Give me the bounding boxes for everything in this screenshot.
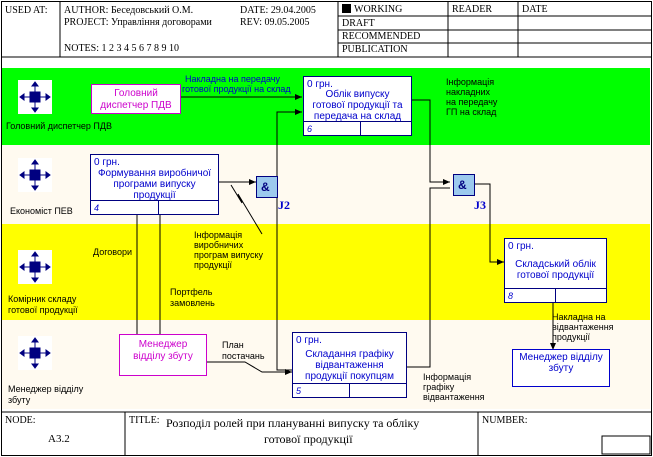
notes-text: NOTES: 1 2 3 4 5 6 7 8 9 10 [64, 43, 179, 54]
title-line-2: готової продукції [264, 432, 353, 446]
lane-label-storekeeper: Комірник складу готової продукції [8, 294, 78, 315]
status-recommended: RECOMMENDED [342, 31, 421, 42]
role-icon [18, 336, 52, 370]
title-label: TITLE: [129, 415, 160, 426]
node-label: NODE: [5, 415, 36, 426]
box-cost: 0 грн. [94, 157, 120, 168]
arrow-label-nakladna: готової продукції на склад [182, 84, 291, 94]
project-text: PROJECT: Управління договорами [64, 17, 212, 28]
junction-j3[interactable]: & [453, 174, 475, 196]
number-label: NUMBER: [482, 415, 528, 426]
activity-box-6[interactable]: 0 грн. Облік випуску готової продукції т… [303, 76, 412, 136]
activity-box-5[interactable]: 0 грн. Складання графіку відвантаження п… [292, 332, 407, 398]
activity-box-8[interactable]: 0 грн. Складський облік готової продукці… [504, 238, 607, 303]
box-cost: 0 грн. [508, 241, 534, 252]
box-number: 8 [508, 291, 514, 301]
activity-box-4[interactable]: 0 грн. Формування виробничої програми ви… [90, 154, 219, 215]
box-cost: 0 грн. [307, 79, 333, 90]
status-publication: PUBLICATION [342, 44, 408, 55]
date-text: DATE: 29.04.2005 [240, 5, 316, 16]
arrow-label-dogovory: Договори [93, 247, 133, 257]
node-value: А3.2 [48, 433, 70, 445]
rev-text: REV: 09.05.2005 [240, 17, 310, 28]
box-number: 5 [296, 386, 302, 396]
used-at-label: USED AT: [5, 5, 48, 16]
title-line-1: Розподіл ролей при плануванні випуску та… [166, 416, 420, 430]
box-cost: 0 грн. [296, 335, 322, 346]
external-manager-output[interactable]: Менеджер відділу збуту [512, 349, 610, 387]
junction-label-j3: J3 [474, 198, 486, 212]
author-text: AUTHOR: Беседовський О.М. [64, 5, 194, 16]
external-manager[interactable]: Менеджер відділу збуту [119, 334, 207, 376]
role-icon [18, 250, 52, 284]
lane-label-dispatcher: Головний диспетчер ПДВ [6, 121, 112, 131]
lane-label-economist: Економіст ПЕВ [10, 206, 73, 216]
date2-label: DATE [522, 4, 548, 15]
lane-label-manager: Менеджер відділу збуту [8, 384, 84, 405]
status-draft: DRAFT [342, 18, 375, 29]
reader-label: READER [452, 4, 492, 15]
junction-j2[interactable]: & [256, 176, 278, 198]
status-working: WORKING [354, 4, 403, 15]
box-number: 4 [94, 203, 100, 213]
external-dispatcher[interactable]: Головний диспетчер ПДВ [91, 84, 181, 114]
role-icon [18, 80, 52, 114]
role-icon [18, 158, 52, 192]
box-number: 6 [307, 124, 313, 134]
junction-label-j2: J2 [278, 198, 290, 212]
arrow-label-nakladna: Накладна на передачу [185, 74, 280, 84]
